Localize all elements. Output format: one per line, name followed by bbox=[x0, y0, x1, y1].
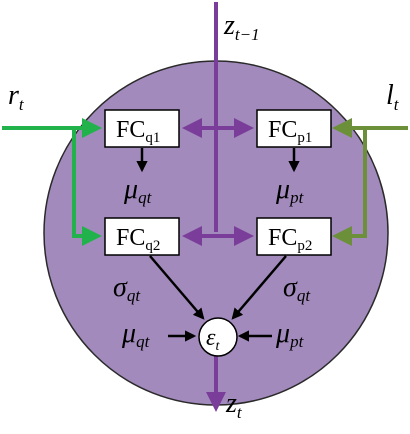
fc-p1-label: FCp1 bbox=[268, 117, 312, 146]
fc-p2-box bbox=[256, 217, 332, 256]
mu-qt-upper-label: μqt bbox=[123, 174, 153, 207]
r-t-branch-arrow bbox=[72, 128, 102, 246]
epsilon-label: εt bbox=[206, 325, 220, 354]
l-t-label: lt bbox=[386, 80, 400, 114]
fc-q2-to-epsilon-arrow bbox=[149, 255, 205, 320]
fc-q1-box bbox=[104, 109, 180, 148]
mu-qt-lower-label: μqt bbox=[121, 318, 151, 351]
fc-q2-box bbox=[104, 217, 180, 256]
l-t-branch-arrow bbox=[332, 128, 367, 246]
fc-q2-label: FCq2 bbox=[116, 225, 160, 254]
sigma-qt-right-label: σqt bbox=[283, 272, 311, 305]
r-t-label: rt bbox=[8, 80, 25, 114]
z-t-label: zt bbox=[225, 388, 243, 422]
z-prev-label: zt−1 bbox=[223, 10, 260, 44]
fc-p2-to-epsilon-arrow bbox=[231, 255, 287, 320]
mu-pt-lower-label: μpt bbox=[275, 318, 305, 351]
fc-q1-label: FCq1 bbox=[116, 117, 160, 146]
sigma-qt-left-label: σqt bbox=[113, 272, 141, 305]
mu-pt-upper-label: μpt bbox=[275, 174, 305, 207]
fc-p1-box bbox=[256, 109, 332, 148]
fc-p2-label: FCp2 bbox=[268, 225, 312, 254]
epsilon-node bbox=[198, 317, 238, 357]
